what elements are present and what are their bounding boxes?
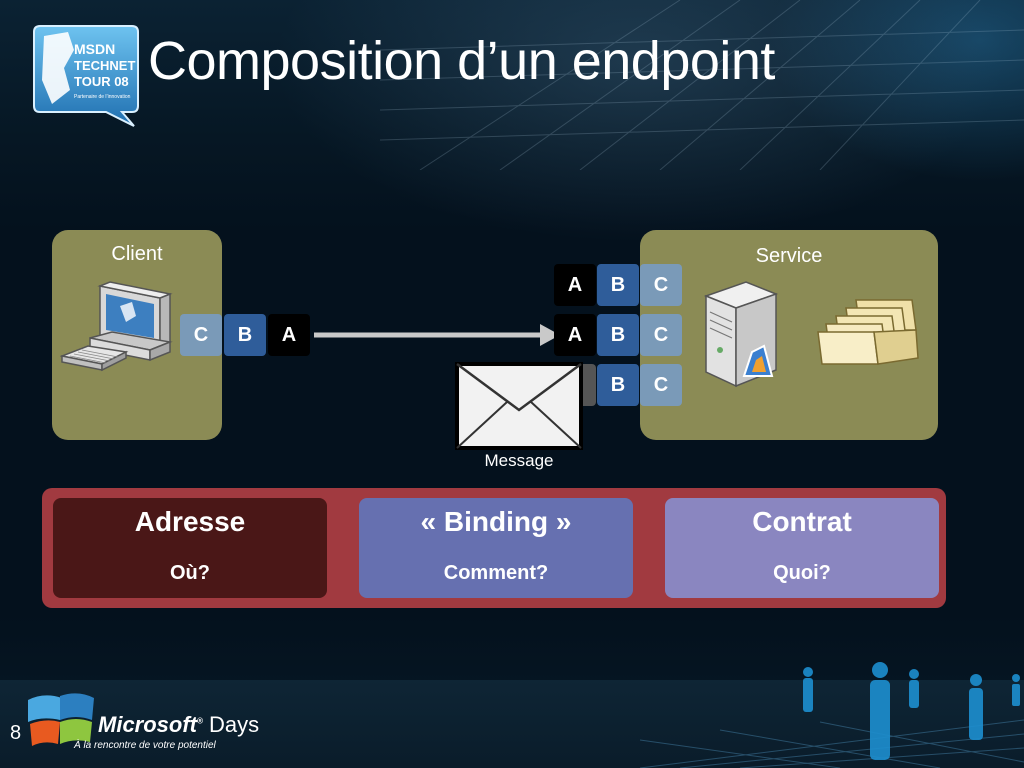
card-binding: « Binding » Comment? (359, 498, 633, 598)
desktop-computer-icon (60, 281, 173, 372)
card-contrat-subtitle: Quoi? (773, 562, 831, 584)
service-row1-chip-c: C (640, 264, 682, 306)
brand-sub: Days (209, 712, 260, 737)
card-adresse: Adresse Où? (53, 498, 327, 598)
people-silhouettes-icon (803, 662, 1020, 760)
folder-stack-icon (817, 299, 919, 365)
page-number: 8 (10, 722, 22, 744)
client-chip-c: C (180, 314, 222, 356)
service-row3-chip-c: C (640, 364, 682, 406)
card-adresse-title: Adresse (134, 506, 246, 537)
logo-line1: MSDN (74, 41, 115, 57)
card-adresse-subtitle: Où? (170, 562, 210, 584)
msdn-technet-tour-logo: MSDN TECHNET TOUR 08 Partenaire de l’inn… (33, 25, 139, 127)
footer-band (0, 680, 1024, 768)
page-title: Composition d’un endpoint (148, 31, 775, 91)
client-chip-b: B (224, 314, 266, 356)
service-row1-chip-b: B (597, 264, 639, 306)
brand-tagline: À la rencontre de votre potentiel (74, 740, 216, 751)
logo-line2: TECHNET (74, 58, 135, 73)
service-row3-chip-b: B (597, 364, 639, 406)
client-chip-a: A (268, 314, 310, 356)
logo-line3: TOUR 08 (74, 74, 129, 89)
background-grid-decoration (380, 0, 1024, 170)
card-binding-title: « Binding » (420, 506, 572, 537)
card-binding-subtitle: Comment? (443, 562, 549, 584)
message-label: Message (484, 451, 554, 470)
service-row2-chip-a: A (554, 314, 596, 356)
service-row2-chip-b: B (597, 314, 639, 356)
microsoft-days-brand: Microsoft® Days (98, 712, 260, 737)
service-row2-chip-c: C (640, 314, 682, 356)
message-arrow (314, 324, 560, 346)
server-tower-icon (703, 281, 779, 388)
envelope-icon (455, 362, 583, 450)
service-row1-chip-a: A (554, 264, 596, 306)
card-contrat: Contrat Quoi? (665, 498, 939, 598)
microsoft-days-logo-icon (28, 693, 94, 746)
service-label: Service (755, 245, 823, 267)
logo-tagline: Partenaire de l’innovation (74, 94, 131, 100)
client-label: Client (111, 243, 163, 265)
card-contrat-title: Contrat (752, 506, 852, 537)
brand-main: Microsoft (98, 712, 197, 737)
